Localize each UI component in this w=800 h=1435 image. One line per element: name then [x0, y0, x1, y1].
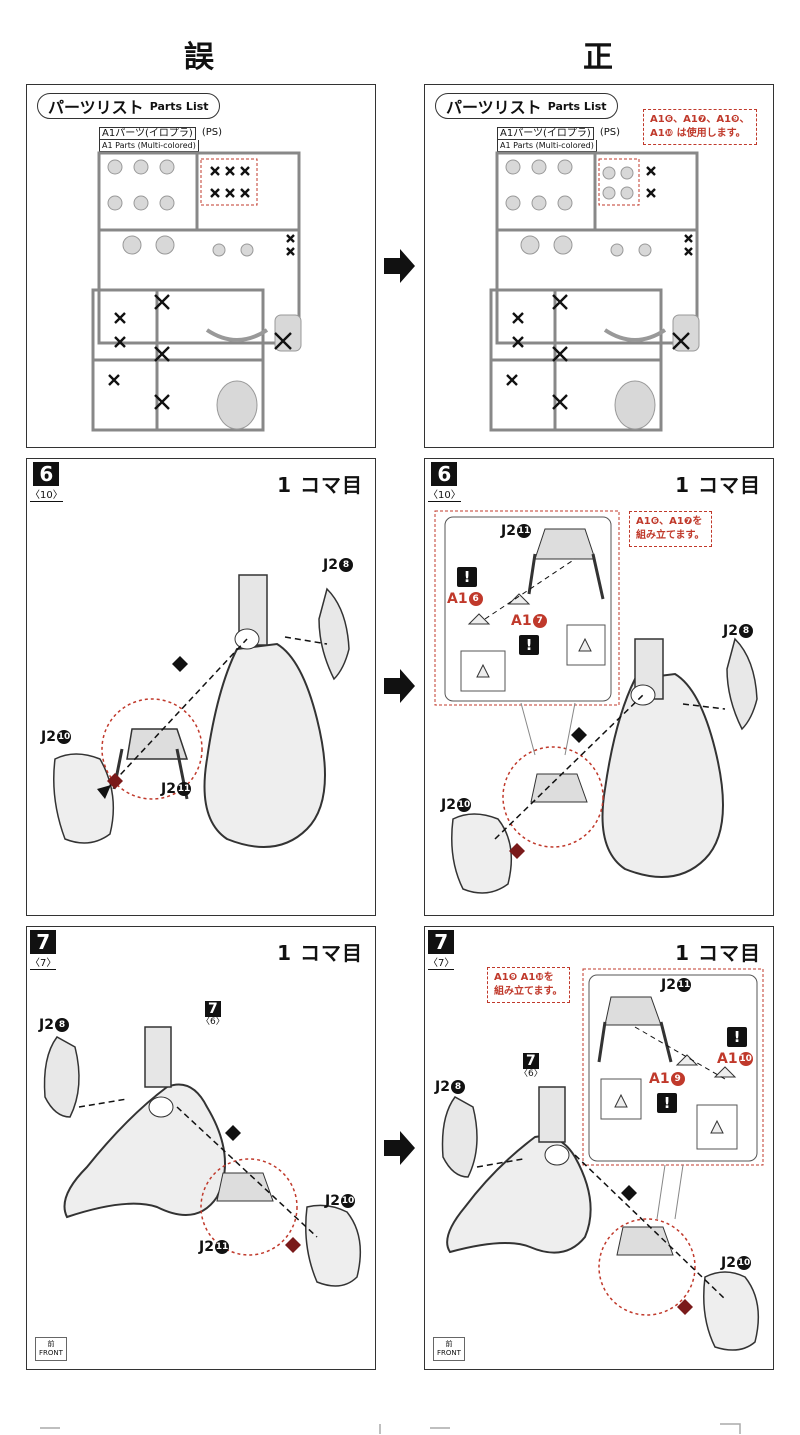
cross-mark-icon: [506, 166, 693, 410]
arrow-right-icon: [382, 1130, 416, 1170]
parts-list-title-en: Parts List: [547, 99, 607, 113]
warning-icon: !: [519, 635, 539, 655]
koma-label: 1 コマ目: [277, 941, 363, 965]
step-number: 6 〈10〉: [428, 462, 461, 502]
step-marker-2: [621, 1185, 637, 1201]
next-page-fragment: [40, 1423, 741, 1434]
header-wrong: 誤: [184, 40, 216, 75]
step-marker-2: [172, 656, 188, 672]
cross-mark-icon: [108, 166, 295, 410]
sprue-name: A1パーツ(イロプラ): [497, 127, 594, 140]
sprue-diagram-correct: [489, 151, 700, 432]
step-number-main: 7: [428, 930, 455, 954]
step-number: 7 〈7〉: [30, 930, 57, 970]
assembly-note: A1❻、A1❼を 組み立てます。: [629, 511, 712, 547]
step-number-sub: 〈10〉: [428, 486, 461, 502]
koma-label: 1 コマ目: [675, 473, 761, 497]
step6-wrong-illustration: [53, 574, 350, 848]
correction-note-line2: A1❿ は使用します。: [650, 128, 746, 139]
step-marker-2: [571, 727, 587, 743]
parts-list-title: パーツリスト Parts List: [435, 93, 618, 119]
step-marker-1: [285, 1237, 301, 1253]
parts-list-wrong-panel: パーツリスト Parts List A1パーツ(イロプラ)(PS) A1 Par…: [26, 84, 376, 448]
step6-correct-illustration: [434, 510, 758, 894]
correction-note-line1: A1❻、A1❼、A1❾、: [650, 114, 750, 125]
assembly-note-line1: A1❾ A1❿を: [494, 972, 554, 983]
step-number-main: 6: [431, 462, 458, 486]
sprue-name: A1パーツ(イロプラ): [99, 127, 196, 140]
step-number-sub: 〈10〉: [30, 486, 63, 502]
assembly-note: A1❾ A1❿を 組み立てます。: [487, 967, 570, 1003]
sprue-diagram-wrong: [91, 151, 302, 432]
assembly-note-line2: 組み立てます。: [636, 530, 705, 541]
sub-step-badge: 7 〈6〉: [201, 1001, 225, 1027]
koma-label: 1 コマ目: [277, 473, 363, 497]
sprue-material: (PS): [201, 127, 222, 138]
step-number-sub: 〈7〉: [428, 954, 455, 970]
step-marker-1: [509, 843, 525, 859]
step-number: 7 〈7〉: [428, 930, 455, 970]
arrow-right-icon: [382, 248, 416, 288]
step7-correct-panel: 7 〈7〉 1 コマ目 A1❾ A1❿を 組み立てます。 7 〈6〉 ! !: [424, 926, 774, 1370]
step7-wrong-illustration: [43, 1026, 362, 1287]
warning-icon: !: [727, 1027, 747, 1047]
arrow-right-icon: [382, 668, 416, 708]
parts-list-title: パーツリスト Parts List: [37, 93, 220, 119]
step-marker-1: [107, 773, 123, 789]
sprue-material: (PS): [599, 127, 620, 138]
front-indicator: 前 FRONT: [433, 1337, 465, 1361]
step-number: 6 〈10〉: [30, 462, 63, 502]
front-indicator: 前 FRONT: [35, 1337, 67, 1361]
parts-list-title-en: Parts List: [149, 99, 209, 113]
step7-correct-illustration: [441, 968, 764, 1351]
parts-list-title-ja: パーツリスト: [446, 98, 542, 117]
warning-icon: !: [657, 1093, 677, 1113]
assembly-note-line2: 組み立てます。: [494, 986, 563, 997]
koma-label: 1 コマ目: [675, 941, 761, 965]
step-number-main: 7: [30, 930, 57, 954]
assembly-note-line1: A1❻、A1❼を: [636, 516, 703, 527]
step-number-sub: 〈7〉: [30, 954, 57, 970]
step-marker-2: [225, 1125, 241, 1141]
parts-list-correct-panel: パーツリスト Parts List A1❻、A1❼、A1❾、 A1❿ は使用しま…: [424, 84, 774, 448]
parts-list-title-ja: パーツリスト: [48, 98, 144, 117]
step-number-main: 6: [33, 462, 60, 486]
sub-step-badge: 7 〈6〉: [519, 1053, 543, 1079]
correction-note: A1❻、A1❼、A1❾、 A1❿ は使用します。: [643, 109, 757, 145]
step-marker-1: [677, 1299, 693, 1315]
warning-icon: !: [457, 567, 477, 587]
header-correct: 正: [583, 40, 615, 75]
